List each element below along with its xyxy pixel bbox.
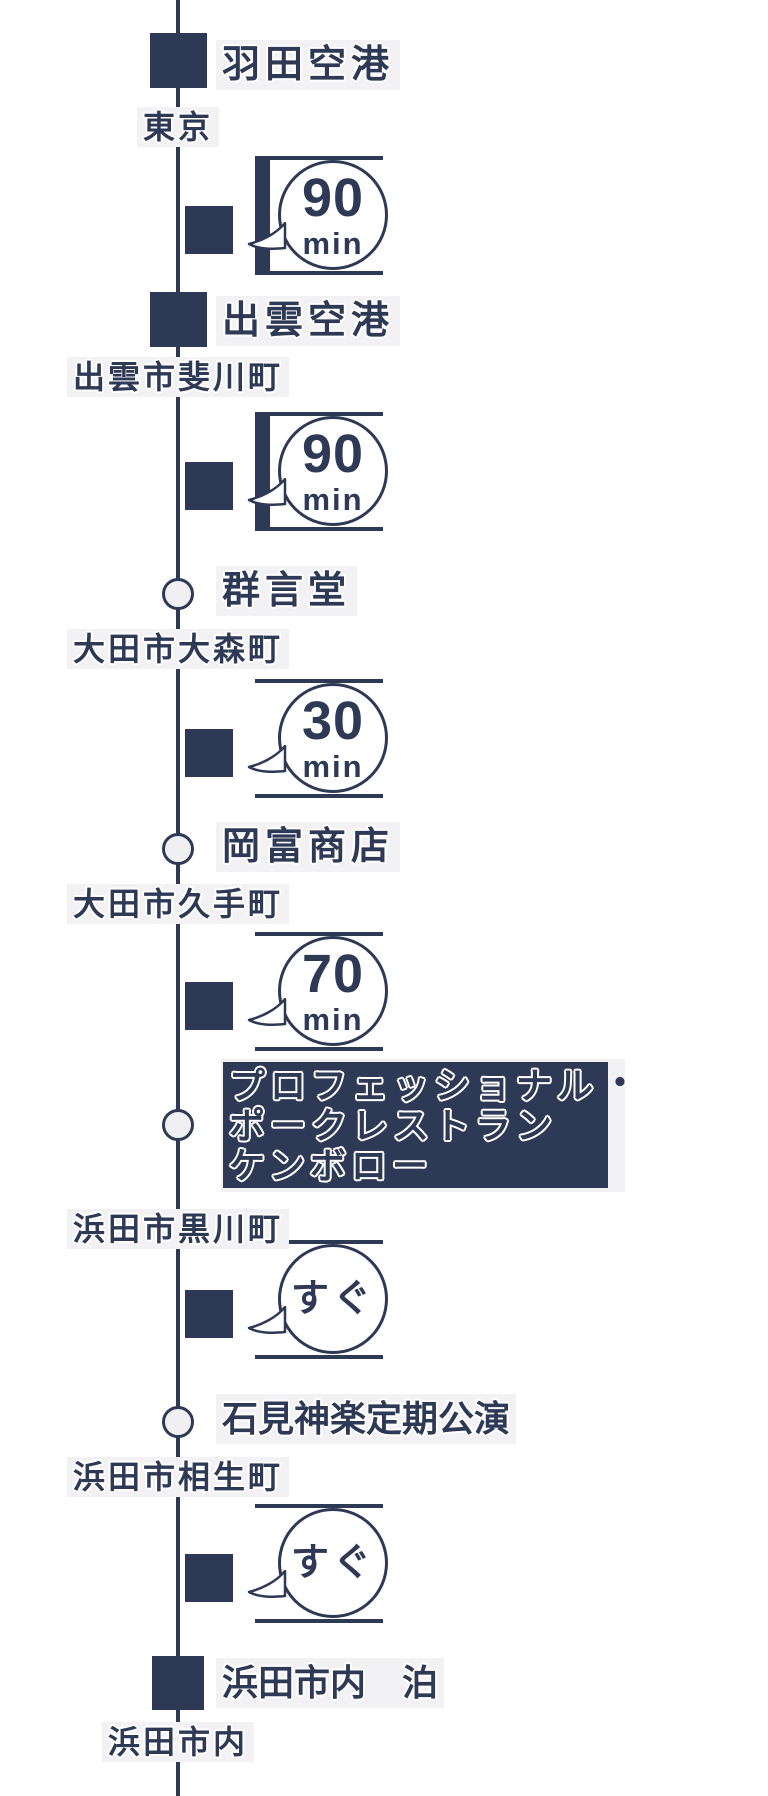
travel-marker-square [185, 982, 233, 1030]
bubble-top-line [255, 412, 383, 416]
travel-marker-square [185, 1290, 233, 1338]
duration-unit: min [302, 749, 364, 784]
travel-marker-square [185, 1554, 233, 1602]
duration-unit: min [302, 1002, 364, 1037]
duration-circle: 30 min [278, 683, 388, 793]
stop-marker-circle [162, 578, 194, 610]
stop-name-label: 岡富商店 [216, 822, 401, 872]
bubble-top-line [255, 1240, 383, 1244]
bubble-bottom-line [255, 1355, 383, 1359]
duration-bubble: すぐ [247, 1240, 388, 1359]
travel-marker-square [185, 206, 233, 254]
stop-name-label: 羽田空港 [216, 40, 401, 90]
stop-name-label: 群言堂 [216, 566, 358, 616]
bubble-tail-icon [247, 1570, 287, 1599]
stop-location-label: 大田市大森町 [66, 629, 290, 669]
stop-location-label: 浜田市相生町 [66, 1457, 290, 1497]
stop-location-label: 浜田市黒川町 [66, 1209, 290, 1249]
bubble-bottom-line [255, 271, 383, 275]
bubble-bottom-line [255, 1047, 383, 1051]
bubble-top-line [255, 1504, 383, 1508]
stop-location-label: 大田市久手町 [66, 884, 290, 924]
duration-value: 70 [301, 944, 365, 1004]
stop-location-label: 出雲市斐川町 [66, 357, 290, 397]
duration-value: 90 [301, 168, 365, 228]
stop-location-label: 東京 [136, 107, 220, 147]
stop-name-bullet: ・ [601, 1063, 640, 1105]
duration-value: すぐ [290, 1542, 375, 1584]
stop-marker-circle [162, 833, 194, 865]
bubble-bottom-line [255, 527, 383, 531]
stop-name-label: 石見神楽定期公演 [216, 1394, 517, 1444]
travel-segment: 70 min [185, 932, 388, 1051]
stop-name-label: 出雲空港 [216, 296, 401, 346]
duration-circle: すぐ [278, 1508, 388, 1618]
duration-circle: 90 min [278, 160, 388, 270]
duration-bubble: 70 min [247, 932, 388, 1051]
travel-segment: 90 min [185, 412, 388, 531]
duration-bubble: 90 min [247, 412, 388, 531]
bubble-top-line [255, 156, 383, 160]
duration-unit: min [302, 226, 364, 261]
duration-bubble: 30 min [247, 679, 388, 798]
bubble-top-line [255, 932, 383, 936]
stop-name-line: ポークレストラン [229, 1105, 558, 1146]
duration-value: すぐ [290, 1278, 375, 1320]
bubble-bottom-line [255, 794, 383, 798]
stop-marker-circle [162, 1109, 194, 1141]
stop-marker-square [150, 292, 207, 347]
duration-value: 90 [301, 424, 365, 484]
stop-name-label: プロフェッショナル ポークレストラン ケンボロー [223, 1062, 608, 1188]
bubble-tail-icon [247, 998, 287, 1027]
travel-marker-square [185, 462, 233, 510]
bubble-tail-icon [247, 478, 287, 507]
duration-bubble: すぐ [247, 1504, 388, 1623]
travel-marker-square [185, 729, 233, 777]
stop-marker-square [150, 33, 207, 88]
bubble-tail-icon [247, 1306, 287, 1335]
duration-value: 30 [301, 691, 365, 751]
stop-location-label: 浜田市内 [101, 1722, 255, 1762]
duration-circle: すぐ [278, 1244, 388, 1354]
stop-name-line: プロフェッショナル [229, 1065, 599, 1106]
duration-unit: min [302, 482, 364, 517]
duration-bubble: 90 min [247, 156, 388, 275]
bubble-top-line [255, 679, 383, 683]
bubble-left-bar [255, 412, 270, 531]
travel-segment: 90 min [185, 156, 388, 275]
travel-segment: すぐ [185, 1504, 388, 1623]
bubble-bottom-line [255, 1619, 383, 1623]
bubble-left-bar [255, 156, 270, 275]
stop-marker-circle [162, 1406, 194, 1438]
stop-name-line: ケンボロー [229, 1145, 433, 1186]
bubble-tail-icon [247, 222, 287, 251]
duration-circle: 70 min [278, 936, 388, 1046]
duration-circle: 90 min [278, 416, 388, 526]
stop-name-label: 浜田市内 泊 [216, 1658, 445, 1708]
bubble-tail-icon [247, 745, 287, 774]
travel-segment: すぐ [185, 1240, 388, 1359]
travel-segment: 30 min [185, 679, 388, 798]
stop-marker-square [152, 1656, 204, 1710]
